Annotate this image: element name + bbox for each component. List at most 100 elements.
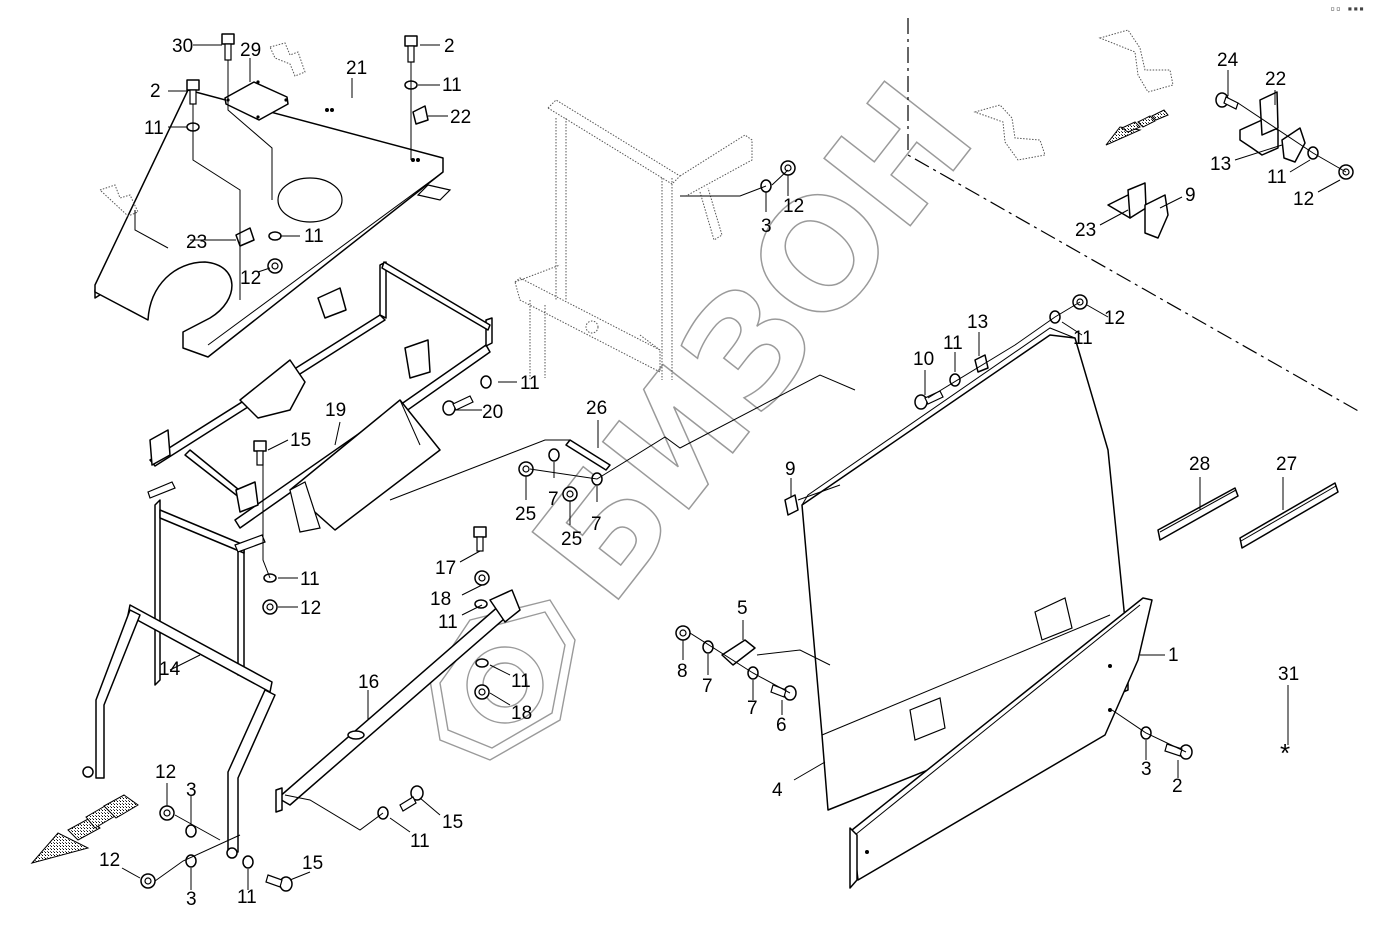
bracket-22-detail — [1239, 91, 1279, 156]
bolt-icon — [1164, 743, 1193, 760]
callout-7: 7 — [702, 676, 713, 697]
callout-7: 7 — [747, 698, 758, 719]
bracket-26-icon — [565, 439, 611, 471]
nut-icon — [562, 486, 578, 502]
cover-plate-21 — [94, 89, 452, 358]
bolt-icon — [221, 33, 235, 61]
callout-2: 2 — [444, 36, 455, 57]
callout-15: 15 — [302, 853, 323, 874]
callout-11: 11 — [237, 887, 257, 908]
washer-icon — [548, 448, 560, 462]
callout-15: 15 — [442, 812, 463, 833]
callout-19: 19 — [325, 400, 346, 421]
inspection-cover-29 — [224, 80, 289, 121]
washer-icon — [475, 658, 489, 668]
clip-13-icon — [974, 354, 989, 373]
callout-2: 2 — [1172, 776, 1183, 797]
nut-icon — [675, 625, 691, 641]
callout-13: 13 — [967, 312, 988, 333]
callout-17: 17 — [435, 558, 456, 579]
callout-26: 26 — [586, 398, 607, 419]
callout-12: 12 — [155, 762, 176, 783]
bracket-9-detail — [1144, 194, 1169, 239]
callout-12: 12 — [99, 850, 120, 871]
direction-arrow-icon — [30, 794, 139, 864]
washer-icon — [185, 824, 197, 838]
callout-11: 11 — [511, 671, 531, 692]
side-panel-1 — [849, 597, 1153, 889]
callout-18: 18 — [430, 589, 451, 610]
nut-icon — [474, 684, 490, 700]
bolt-icon — [1215, 92, 1239, 110]
callout-11: 11 — [304, 226, 324, 247]
callout-23: 23 — [1075, 220, 1096, 241]
callout-27: 27 — [1276, 454, 1297, 475]
callout-29: 29 — [240, 40, 261, 61]
callout-6: 6 — [776, 715, 787, 736]
washer-icon — [480, 375, 492, 389]
bolt-icon — [404, 35, 418, 63]
detail-boundary — [907, 18, 1361, 413]
nut-icon — [780, 160, 796, 176]
subframe-19 — [149, 261, 493, 533]
nut-icon — [474, 570, 490, 586]
washer-icon — [242, 855, 254, 869]
clip-9-icon — [784, 494, 799, 516]
bolt-icon — [442, 395, 474, 416]
callout-13: 13 — [1210, 154, 1231, 175]
callout-11: 11 — [300, 569, 320, 590]
callout-22: 22 — [450, 107, 471, 128]
callout-12: 12 — [783, 196, 804, 217]
nut-icon — [267, 258, 283, 274]
callout-16: 16 — [358, 672, 379, 693]
ghost-brackets-detail — [973, 29, 1174, 161]
callout-5: 5 — [737, 598, 748, 619]
callout-30: 30 — [172, 36, 193, 57]
seal-strip-27 — [1239, 482, 1339, 549]
callout-21: 21 — [346, 58, 367, 79]
callout-18: 18 — [511, 703, 532, 724]
direction-arrow-icon — [1105, 109, 1169, 146]
callout-8: 8 — [677, 661, 688, 682]
callout-3: 3 — [761, 216, 772, 237]
washer-icon — [474, 599, 488, 609]
bolt-icon — [265, 874, 293, 892]
bolt-icon — [473, 526, 487, 552]
callout-11: 11 — [144, 118, 164, 139]
callout-4: 4 — [772, 780, 783, 801]
callout-20: 20 — [482, 402, 503, 423]
bolt-icon — [770, 684, 797, 701]
callout-14: 14 — [159, 659, 181, 680]
callout-labels: 30 29 21 2 11 2 11 22 23 11 12 3 12 11 2… — [99, 36, 1314, 910]
washer-icon — [185, 854, 197, 868]
optional-marker-icon: * — [1280, 738, 1290, 768]
callout-25: 25 — [515, 504, 536, 525]
reference-frame-ghost — [514, 99, 753, 380]
callout-9: 9 — [1185, 185, 1196, 206]
latch-5-icon — [721, 639, 756, 666]
nut-icon — [262, 599, 278, 615]
callout-12: 12 — [240, 268, 261, 289]
callout-3: 3 — [1141, 759, 1152, 780]
washer-icon — [268, 231, 282, 241]
brace-16 — [275, 589, 521, 813]
callout-7: 7 — [591, 514, 602, 535]
optional-marker: * — [1280, 738, 1290, 768]
callout-11: 11 — [1267, 167, 1287, 188]
callout-3: 3 — [186, 889, 197, 910]
bolt-icon — [914, 390, 944, 410]
ghost-bracket-left — [99, 42, 306, 217]
nut-icon — [140, 873, 156, 889]
watermark-logo-icon — [429, 599, 576, 761]
seal-strip-28 — [1157, 487, 1239, 541]
callout-25: 25 — [561, 529, 582, 550]
callout-12: 12 — [300, 598, 321, 619]
callout-10: 10 — [913, 349, 934, 370]
bolt-icon — [399, 785, 424, 812]
callout-2: 2 — [150, 81, 161, 102]
nut-icon — [159, 805, 175, 821]
callout-23: 23 — [186, 232, 207, 253]
callout-12: 12 — [1104, 308, 1125, 329]
leg-frame-14 — [82, 481, 276, 859]
